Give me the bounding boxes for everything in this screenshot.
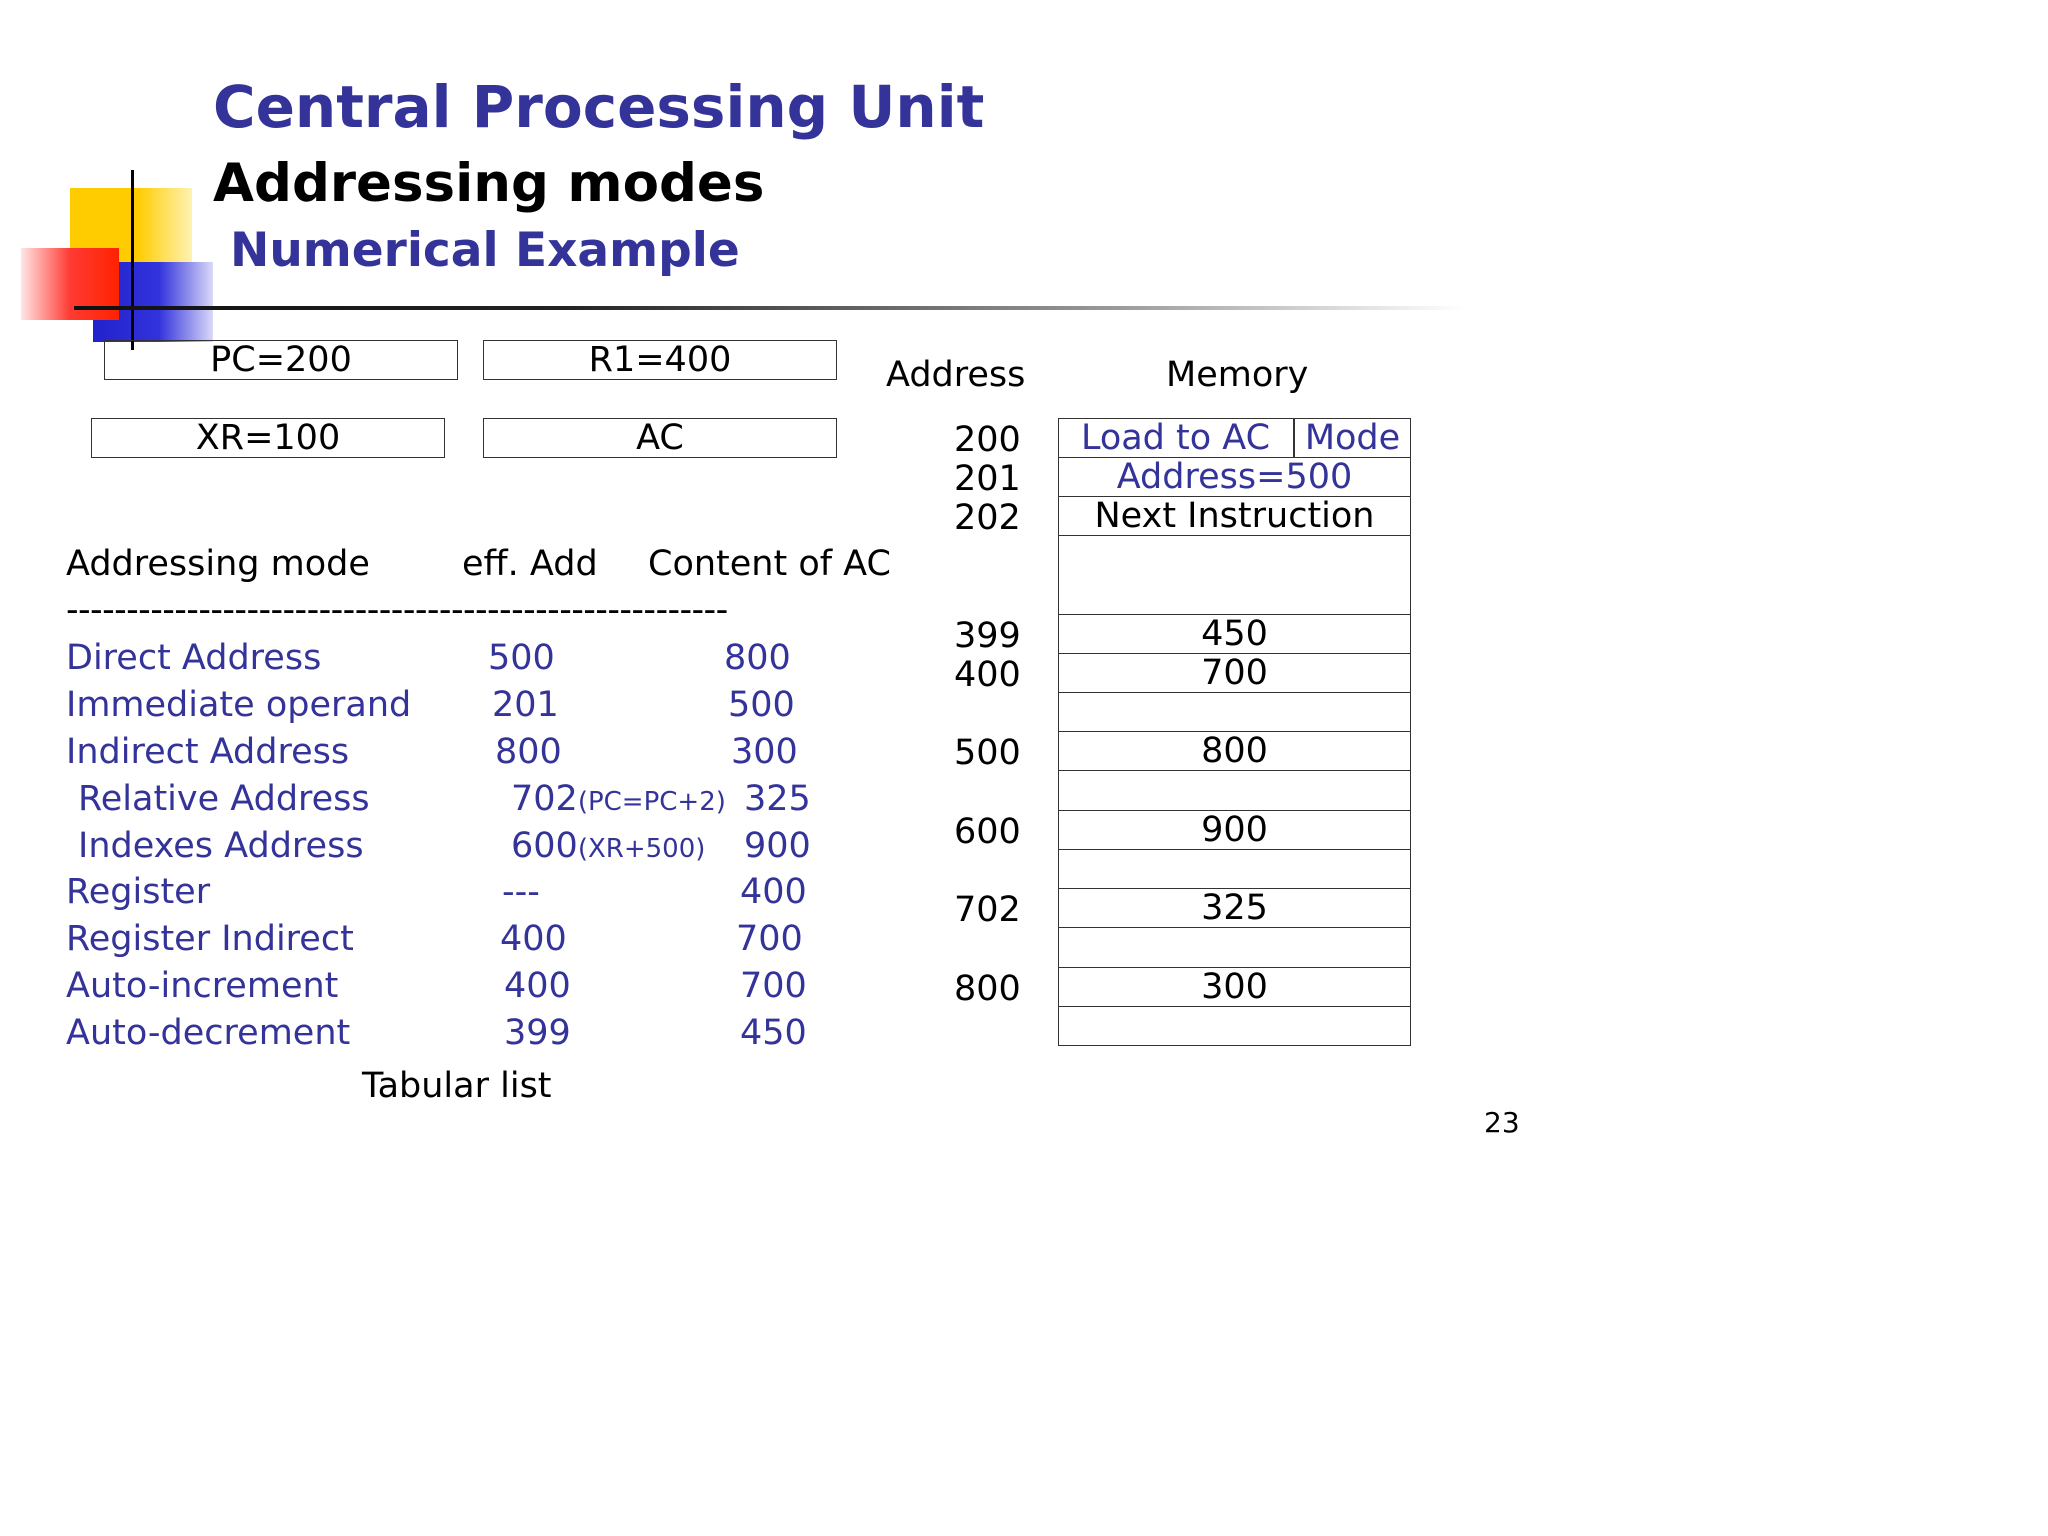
register-r1: R1=400 xyxy=(483,340,837,380)
table-row-content: 800 xyxy=(724,638,791,678)
table-row-eff: 400 xyxy=(500,919,567,959)
memory-address: 702 xyxy=(954,890,1021,930)
table-row-eff: 399 xyxy=(504,1013,571,1053)
table-row-mode: Direct Address xyxy=(66,638,322,678)
slide-subheading: Numerical Example xyxy=(230,223,740,278)
table-row-eff-value: 702 xyxy=(511,779,578,819)
table-row-mode: Auto-decrement xyxy=(66,1013,351,1053)
table-header-mode: Addressing mode xyxy=(66,544,370,584)
memory-empty-cell xyxy=(1058,770,1411,810)
table-row-eff: 201 xyxy=(492,685,559,725)
register-xr: XR=100 xyxy=(91,418,445,458)
table-row-mode: Immediate operand xyxy=(66,685,412,725)
table-row-content: 400 xyxy=(740,872,807,912)
memory-cell-500: 800 xyxy=(1058,731,1411,771)
memory-empty-cell xyxy=(1058,692,1411,732)
table-row-eff: 800 xyxy=(495,732,562,772)
memory-cell-702: 325 xyxy=(1058,888,1411,928)
table-separator: ----------------------------------------… xyxy=(66,590,728,630)
instruction-mode-divider xyxy=(1293,418,1295,458)
table-row-eff: 400 xyxy=(504,966,571,1006)
memory-next-instruction: Next Instruction xyxy=(1058,496,1411,536)
memory-empty-cell xyxy=(1058,927,1411,967)
table-row-eff: --- xyxy=(502,872,540,912)
table-row-mode: Register xyxy=(66,872,211,912)
table-row-eff-value: 600 xyxy=(511,826,578,866)
address-header: Address xyxy=(886,355,1026,395)
table-row-mode: Register Indirect xyxy=(66,919,354,959)
table-header-content: Content of AC xyxy=(648,544,891,584)
table-row-content: 450 xyxy=(740,1013,807,1053)
logo-vertical-line xyxy=(131,170,134,350)
slide-title: Central Processing Unit xyxy=(213,73,985,141)
memory-cell-800: 300 xyxy=(1058,967,1411,1007)
memory-address: 399 xyxy=(954,616,1021,656)
memory-address: 500 xyxy=(954,733,1021,773)
memory-empty-cell xyxy=(1058,535,1411,614)
table-row-content: 325 xyxy=(744,779,811,819)
slide-subtitle: Addressing modes xyxy=(213,153,765,214)
memory-empty-cell xyxy=(1058,849,1411,889)
table-row-mode: Indexes Address xyxy=(78,826,364,866)
register-ac: AC xyxy=(483,418,837,458)
table-row-note: (XR+500) xyxy=(577,834,706,864)
table-row-content: 700 xyxy=(740,966,807,1006)
memory-instruction-op: Load to AC xyxy=(1080,418,1271,458)
memory-cell-399: 450 xyxy=(1058,614,1411,654)
page-number: 23 xyxy=(1484,1106,1520,1139)
memory-address: 200 xyxy=(954,420,1021,460)
table-caption: Tabular list xyxy=(362,1066,552,1106)
table-row-eff: 600(XR+500) xyxy=(511,826,705,869)
table-row-content: 900 xyxy=(744,826,811,866)
memory-address: 800 xyxy=(954,969,1021,1009)
memory-column xyxy=(1058,418,1411,1046)
table-row-mode: Auto-increment xyxy=(66,966,339,1006)
memory-empty-cell xyxy=(1058,1006,1411,1046)
table-row-content: 500 xyxy=(728,685,795,725)
table-row-mode: Relative Address xyxy=(78,779,370,819)
memory-instruction-mode: Mode xyxy=(1304,418,1401,458)
memory-address: 202 xyxy=(954,498,1021,538)
table-row-eff: 500 xyxy=(488,638,555,678)
table-header-eff: eff. Add xyxy=(462,544,598,584)
table-row-mode: Indirect Address xyxy=(66,732,350,772)
table-row-eff: 702(PC=PC+2) xyxy=(511,779,726,822)
table-row-note: (PC=PC+2) xyxy=(577,787,726,817)
memory-cell-400: 700 xyxy=(1058,653,1411,693)
memory-address: 400 xyxy=(954,655,1021,695)
register-pc: PC=200 xyxy=(104,340,458,380)
memory-address: 201 xyxy=(954,459,1021,499)
memory-address: 600 xyxy=(954,812,1021,852)
table-row-content: 300 xyxy=(731,732,798,772)
memory-instruction-address: Address=500 xyxy=(1058,457,1411,497)
title-divider xyxy=(74,306,1464,310)
table-row-content: 700 xyxy=(736,919,803,959)
memory-header: Memory xyxy=(1166,355,1309,395)
memory-cell-600: 900 xyxy=(1058,810,1411,850)
